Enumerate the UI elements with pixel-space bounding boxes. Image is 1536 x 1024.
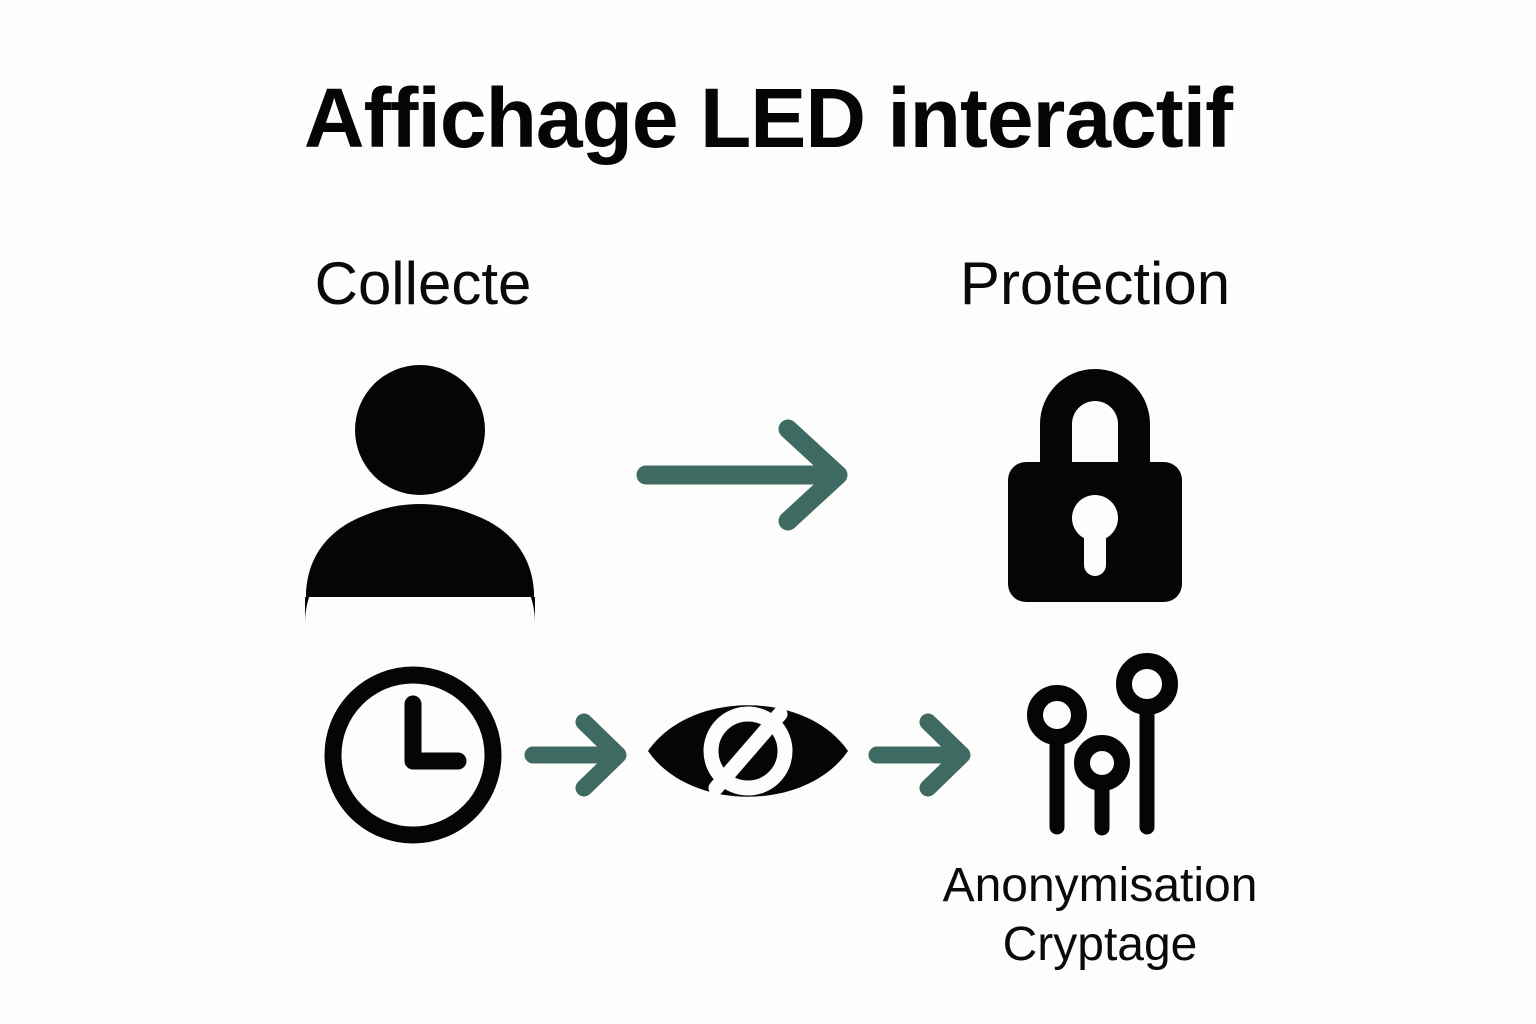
arrow-right-icon bbox=[636, 415, 858, 535]
caption-line-1: Anonymisation bbox=[942, 859, 1258, 912]
caption-anonymisation: Anonymisation Cryptage bbox=[870, 857, 1330, 974]
label-collecte: Collecte bbox=[314, 250, 532, 317]
label-protection: Protection bbox=[959, 250, 1231, 317]
nodes-icon bbox=[1027, 653, 1180, 845]
caption-line-2: Cryptage bbox=[1002, 917, 1198, 971]
lock-icon bbox=[1000, 358, 1190, 606]
eye-slash-icon bbox=[645, 688, 851, 814]
arrow-right-icon bbox=[868, 708, 978, 802]
page-title: Affichage LED interactif bbox=[303, 71, 1233, 165]
arrow-right-icon bbox=[524, 708, 634, 802]
person-icon bbox=[300, 365, 540, 623]
clock-icon bbox=[318, 660, 508, 850]
